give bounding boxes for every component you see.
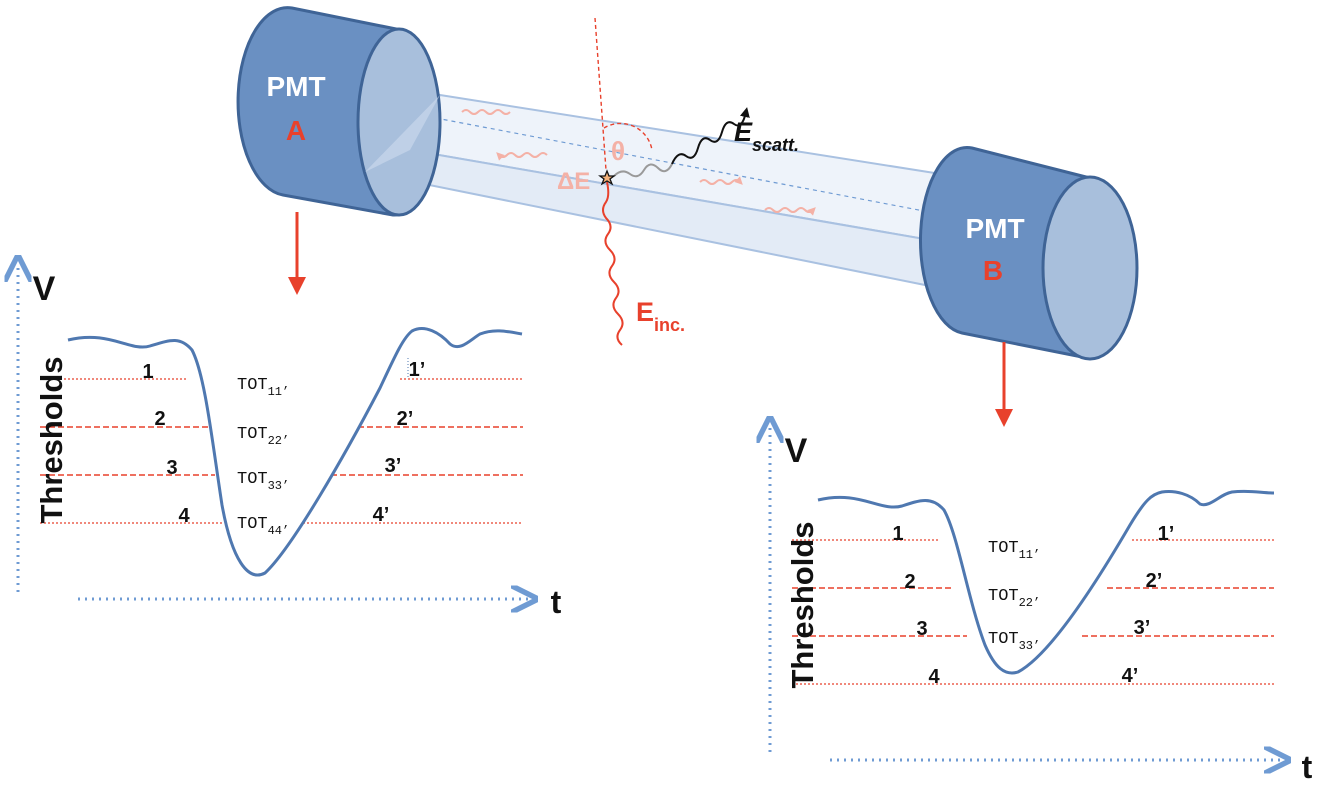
- panel-b-t-label: t: [1302, 749, 1313, 785]
- pmt-a-window: [356, 27, 442, 217]
- panel-a-left-label-4: 4: [178, 505, 190, 527]
- panel-a-v-label: V: [33, 270, 56, 308]
- pmt-b-window: [1041, 175, 1139, 361]
- pmt-b-name: PMT: [965, 213, 1024, 244]
- incident-direction-line: [594, 17, 607, 171]
- panel-a-right-label-4: 4’: [373, 504, 390, 526]
- panel-a-right-label-3: 3’: [385, 455, 402, 477]
- panel-b-v-label: V: [785, 432, 808, 470]
- panel-b-plot: [770, 424, 1283, 760]
- panel-a-left-label-1: 1: [142, 361, 153, 383]
- panel-a-tot-1: TOT11’: [237, 376, 289, 399]
- panel-b-right-label-3: 3’: [1134, 617, 1151, 639]
- panel-a-tot-3: TOT33’: [237, 470, 289, 493]
- panel-a-pulse: [67, 327, 523, 577]
- panel-a-t-label: t: [551, 584, 562, 620]
- scattering-event: [461, 17, 816, 346]
- e-scatt-label: Escatt.: [734, 117, 799, 155]
- panel-b-left-label-2: 2: [904, 571, 915, 593]
- interaction-star-icon: [598, 169, 616, 186]
- panel-b-pulse: [817, 489, 1275, 675]
- panel-a-left-label-2: 2: [154, 408, 165, 430]
- scattered-gamma-wave-grey: [613, 163, 673, 178]
- light-photon: [699, 176, 743, 185]
- pmt-b-letter: B: [983, 255, 1003, 286]
- light-photon: [764, 207, 816, 216]
- panel-b-left-label-1: 1: [892, 523, 903, 545]
- bar-axis-line: [419, 114, 946, 216]
- pmt-a: [236, 6, 442, 217]
- light-photon: [496, 152, 548, 161]
- pmt-a-letter: A: [286, 115, 306, 146]
- panel-a-tot-2: TOT22’: [237, 425, 289, 448]
- pmt-b: [918, 145, 1139, 361]
- theta-arc: [603, 122, 653, 151]
- panel-b-thresholds-label: Thresholds: [785, 521, 820, 688]
- panel-b-tot-1: TOT11’: [988, 539, 1040, 562]
- incident-gamma-wave: [602, 181, 624, 346]
- light-photon: [461, 109, 511, 115]
- panel-a-left-label-3: 3: [166, 457, 177, 479]
- panel-b-right-label-4: 4’: [1122, 665, 1139, 687]
- panel-a-thresholds-label: Thresholds: [34, 356, 69, 523]
- panel-b-tot-2: TOT22’: [988, 587, 1040, 610]
- theta-label: θ: [611, 136, 625, 166]
- panel-b-left-label-4: 4: [928, 666, 940, 688]
- panel-a-right-label-2: 2’: [397, 408, 414, 430]
- scintillator-bar: [361, 93, 962, 287]
- panel-a-plot: [18, 263, 530, 599]
- pmt-a-name: PMT: [266, 71, 325, 102]
- e-inc-label: Einc.: [636, 297, 685, 335]
- panel-b-right-label-1: 1’: [1158, 523, 1175, 545]
- panel-b-right-label-2: 2’: [1146, 570, 1163, 592]
- panel-b-tot-3: TOT33’: [988, 630, 1040, 653]
- delta-e-label: ΔE: [557, 168, 590, 195]
- panel-b-left-label-3: 3: [916, 618, 927, 640]
- panel-a-tot-4: TOT44’: [237, 515, 289, 538]
- panel-a-right-label-1: 1’: [409, 359, 426, 381]
- scattered-gamma-wave: [671, 107, 750, 165]
